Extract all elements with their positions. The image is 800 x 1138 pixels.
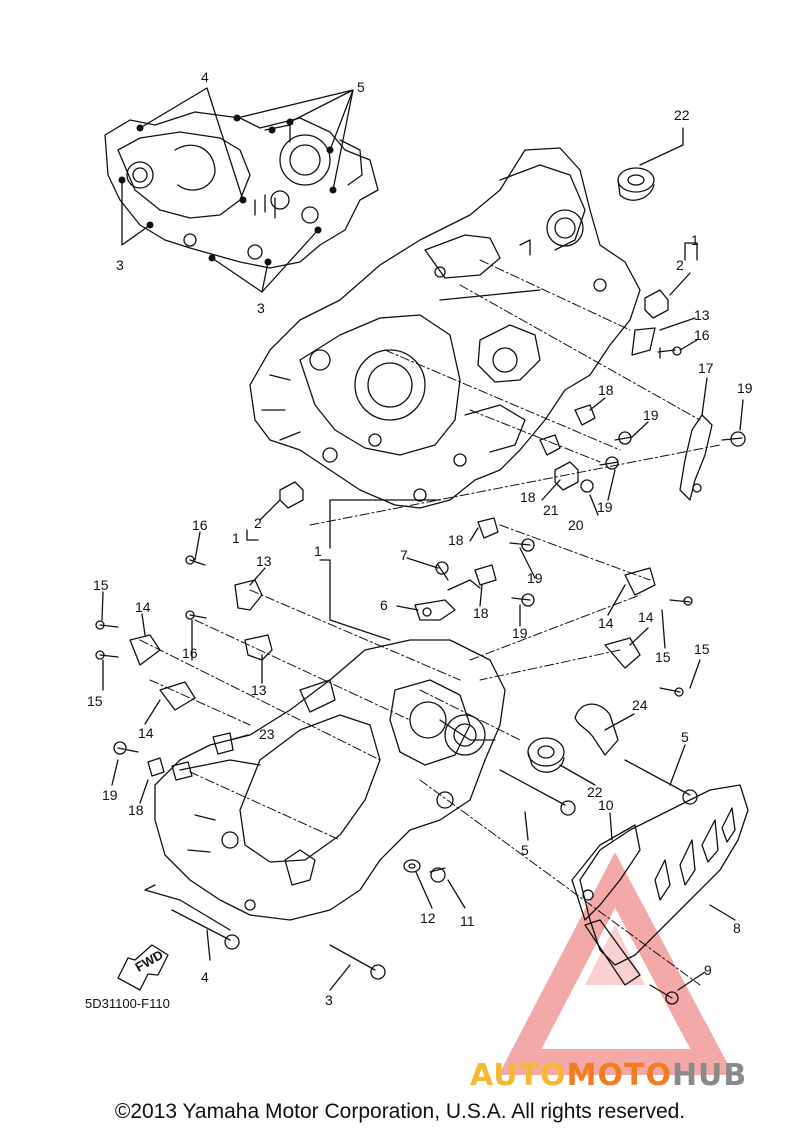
callout-19: 19	[102, 787, 118, 803]
callout-4: 4	[201, 969, 209, 985]
right-crankcase-half	[249, 147, 641, 509]
sprocket-cover	[579, 784, 749, 966]
callout-18: 18	[473, 605, 489, 621]
watermark-auto: AUTO	[470, 1058, 567, 1093]
bolts-screws	[95, 346, 746, 1005]
callout-9: 9	[704, 962, 712, 978]
left-crankcase-half	[154, 639, 506, 921]
callout-6: 6	[380, 597, 388, 613]
callout-5: 5	[521, 842, 529, 858]
callout-5: 5	[357, 79, 365, 95]
callout-1: 1	[314, 543, 322, 559]
fwd-arrow-icon	[117, 944, 169, 991]
callout-14: 14	[598, 615, 614, 631]
callout-15: 15	[694, 641, 710, 657]
callout-13: 13	[251, 682, 267, 698]
inset-leader-lines	[121, 87, 354, 293]
callout-19: 19	[643, 407, 659, 423]
callout-12: 12	[420, 910, 436, 926]
callout-1: 1	[691, 232, 699, 248]
watermark-triangle-inner	[585, 925, 645, 985]
dowel-pins	[212, 289, 669, 755]
callout-19: 19	[737, 380, 753, 396]
callout-leaders	[101, 127, 744, 991]
callout-numbers: 4 5 3 3 22 1 2 13 16 17 19 18 19 18 21 2…	[87, 69, 753, 1008]
watermark-moto: MOTO	[566, 1058, 672, 1093]
copyright-footer: ©2013 Yamaha Motor Corporation, U.S.A. A…	[114, 1100, 686, 1123]
bracket-plates	[129, 327, 713, 781]
callout-14: 14	[638, 609, 654, 625]
callout-22: 22	[587, 784, 603, 800]
chain-guide-clip	[574, 703, 619, 756]
callout-19: 19	[597, 499, 613, 515]
callout-15: 15	[93, 577, 109, 593]
callout-18: 18	[448, 532, 464, 548]
oil-seals	[527, 167, 655, 773]
callout-17: 17	[698, 360, 714, 376]
callout-10: 10	[598, 797, 614, 813]
callout-14: 14	[138, 725, 154, 741]
callout-16: 16	[694, 327, 710, 343]
callout-2: 2	[676, 257, 684, 273]
callout-16: 16	[182, 645, 198, 661]
callout-13: 13	[694, 307, 710, 323]
callout-22: 22	[674, 107, 690, 123]
callout-21: 21	[543, 502, 559, 518]
callout-11: 11	[460, 913, 475, 929]
callout-23: 23	[259, 726, 275, 742]
callout-24: 24	[632, 697, 648, 713]
inset-dowel-dots	[118, 114, 337, 266]
inset-crankcase-outline	[104, 111, 379, 269]
watermark-hub: HUB	[671, 1058, 748, 1093]
callout-8: 8	[733, 920, 741, 936]
part-code: 5D31100-F110	[85, 996, 170, 1011]
callout-18: 18	[598, 382, 614, 398]
callout-15: 15	[655, 649, 671, 665]
callout-19: 19	[512, 625, 528, 641]
watermark-logo: AUTOMOTOHUB	[470, 1058, 747, 1093]
callout-15: 15	[87, 693, 103, 709]
hose-clamp	[414, 579, 481, 621]
callout-19: 19	[527, 570, 543, 586]
callout-7: 7	[400, 547, 408, 563]
callout-1: 1	[232, 530, 240, 546]
callout-20: 20	[568, 517, 584, 533]
callout-18: 18	[128, 802, 144, 818]
callout-5: 5	[681, 729, 689, 745]
watermark-triangle	[498, 852, 734, 1075]
callout-18: 18	[520, 489, 536, 505]
chain-guard	[571, 824, 641, 986]
callout-2: 2	[254, 515, 262, 531]
callout-16: 16	[192, 517, 208, 533]
assembly-axis-lines	[139, 259, 721, 986]
callout-3: 3	[116, 257, 124, 273]
callout-4: 4	[201, 69, 209, 85]
callout-14: 14	[135, 599, 151, 615]
callout-13: 13	[256, 553, 272, 569]
callout-3: 3	[257, 300, 265, 316]
callout-3: 3	[325, 992, 333, 1008]
